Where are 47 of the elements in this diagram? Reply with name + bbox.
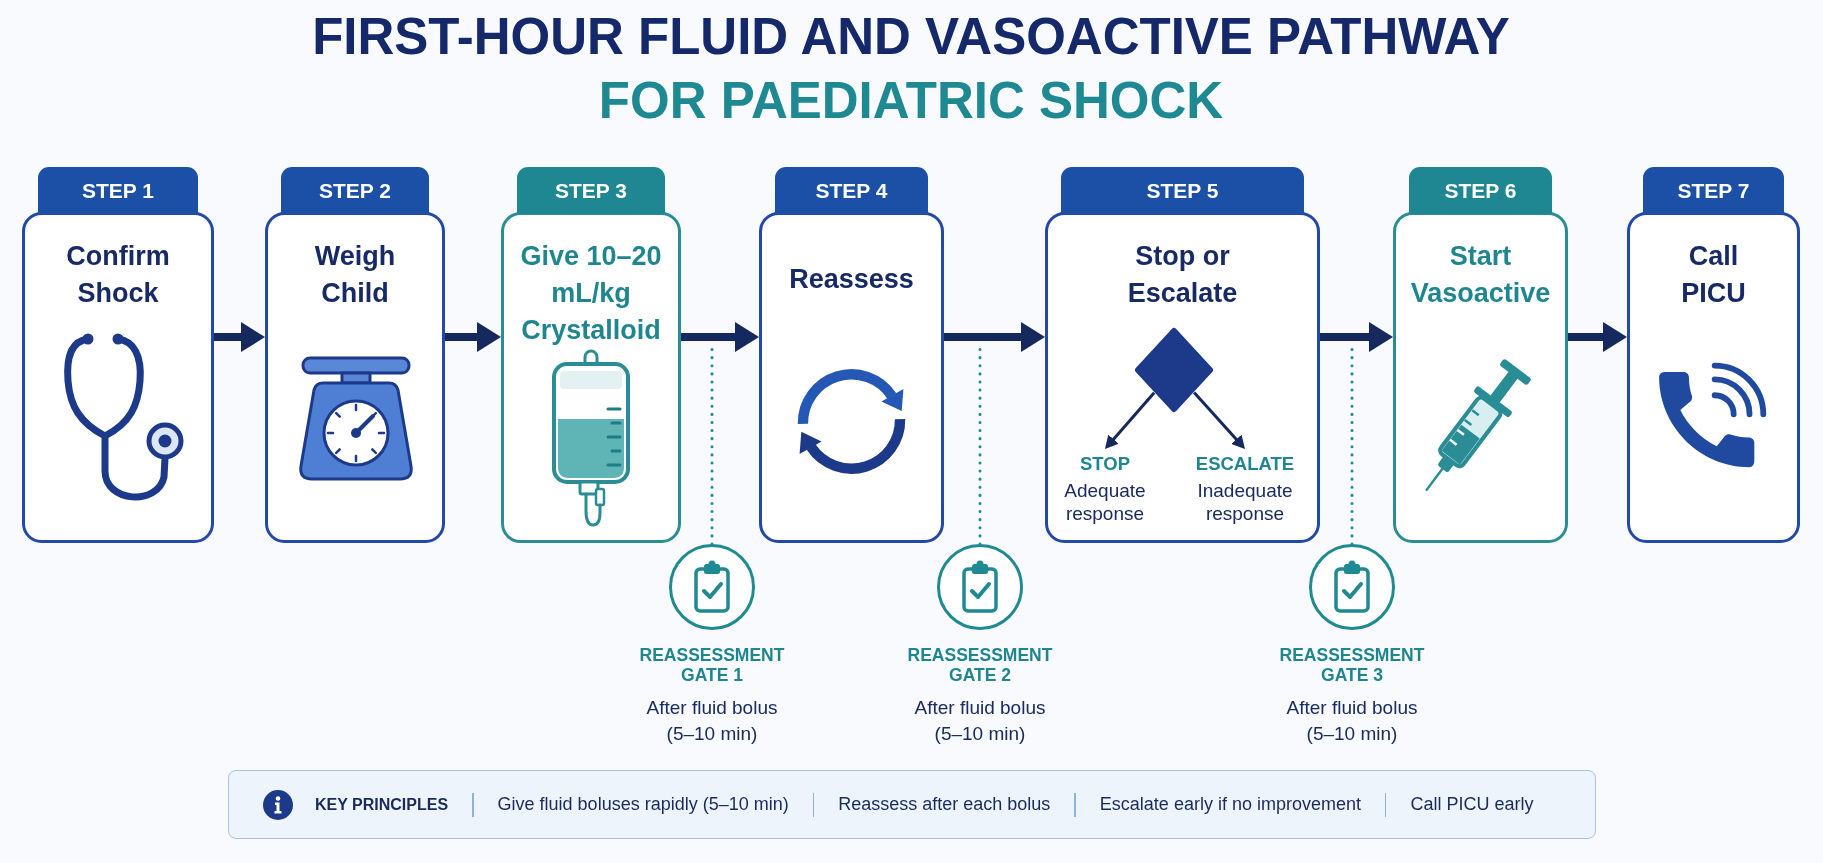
diagram-title: FIRST-HOUR FLUID AND VASOACTIVE PATHWAY FOR PAEDIATRIC SHOCK	[311, 7, 1511, 131]
gate-note: After fluid bolus (5–10 min)	[645, 696, 779, 746]
option-note: Inadequate response	[1196, 479, 1294, 525]
step-label: STEP 2	[281, 167, 429, 214]
step-label: STEP 3	[517, 167, 665, 214]
step-card	[1393, 167, 1568, 543]
arrow	[944, 322, 1045, 352]
decision-diamond	[1133, 326, 1215, 414]
key-principles-bar	[228, 770, 1596, 839]
arrow	[681, 322, 759, 352]
arrow	[445, 322, 501, 352]
gate-title: REASSESSMENT GATE 3	[1278, 645, 1426, 685]
step-title: Confirm Shock	[65, 240, 171, 310]
step-label: STEP 6	[1409, 167, 1552, 214]
step-title: Weigh Child	[313, 240, 397, 310]
gate-note: After fluid bolus (5–10 min)	[913, 696, 1047, 746]
gate-title: REASSESSMENT GATE 2	[906, 645, 1054, 685]
step-title: Stop or Escalate	[1126, 240, 1239, 310]
step-title: Reassess	[789, 263, 914, 296]
gate-note: After fluid bolus (5–10 min)	[1285, 696, 1419, 746]
option-label: ESCALATE	[1194, 452, 1296, 476]
gate-title: REASSESSMENT GATE 1	[638, 645, 786, 685]
principle-text: Call PICU early	[1410, 794, 1534, 815]
step-card	[759, 167, 944, 543]
principles-heading: KEY PRINCIPLES	[315, 795, 449, 814]
step-card	[22, 167, 214, 543]
option-label: STOP	[1078, 452, 1131, 476]
step-label: STEP 5	[1061, 167, 1304, 214]
principle-text: Reassess after each bolus	[838, 794, 1051, 815]
step-label: STEP 4	[775, 167, 928, 214]
step-label: STEP 7	[1643, 167, 1784, 214]
step-title: Give 10–20 mL/kg Crystalloid	[519, 240, 663, 347]
arrow	[1568, 322, 1627, 352]
option-note: Adequate response	[1063, 479, 1147, 525]
arrow	[1105, 391, 1156, 449]
step-card	[1627, 167, 1800, 543]
step-label: STEP 1	[38, 167, 198, 214]
principle-text: Give fluid boluses rapidly (5–10 min)	[497, 794, 789, 815]
principle-text: Escalate early if no improvement	[1099, 794, 1361, 815]
arrow	[214, 322, 265, 352]
step-card	[265, 167, 445, 543]
arrow	[1193, 391, 1245, 449]
step-title: Call PICU	[1680, 240, 1747, 310]
step-title: Start Vasoactive	[1409, 240, 1552, 310]
step-card	[501, 167, 681, 543]
arrow	[1320, 322, 1393, 352]
step-card	[1045, 167, 1320, 543]
